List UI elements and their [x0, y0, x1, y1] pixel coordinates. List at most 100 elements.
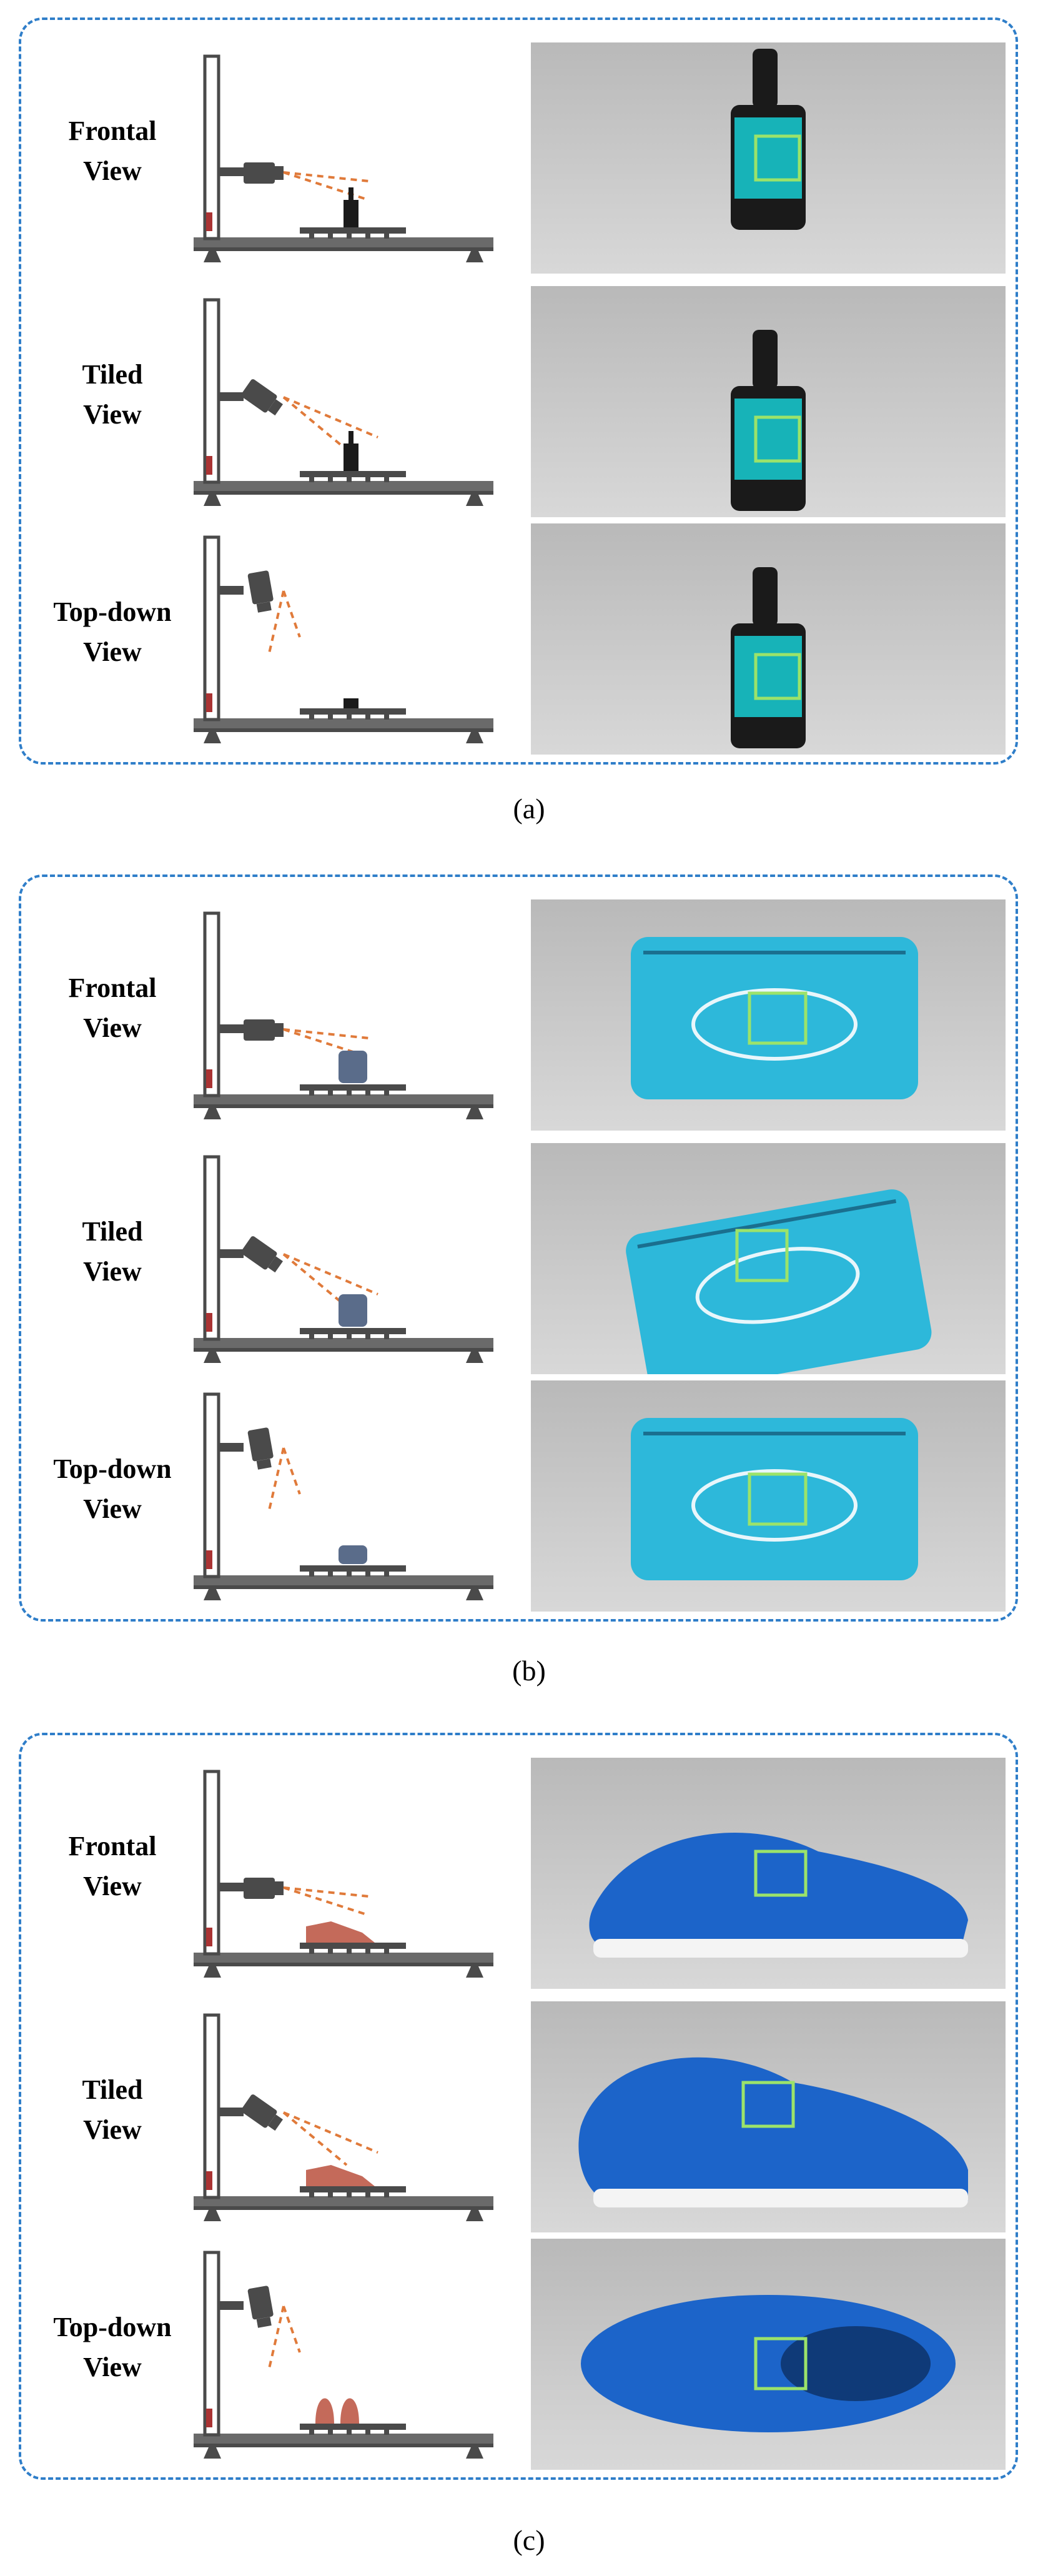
rig-diagram-tiled — [175, 2009, 512, 2221]
view-label-line2: View — [83, 399, 142, 430]
panel-c — [19, 1733, 1018, 2480]
rig-foot — [466, 732, 483, 743]
camera-icon — [241, 1236, 284, 1273]
rig-turntable — [300, 227, 406, 234]
view-label-line1: Top-down — [53, 1454, 172, 1484]
pouch-zipper — [637, 1199, 897, 1249]
rig-foot — [466, 251, 483, 262]
view-label-line2: View — [83, 1256, 142, 1287]
camera-icon — [247, 2286, 274, 2328]
photo-pouch-tiled — [531, 1143, 1006, 1374]
rig-base-rail — [194, 2434, 493, 2444]
rig-foot — [204, 1108, 221, 1119]
view-label-line2: View — [83, 2114, 142, 2145]
rig-column — [203, 1155, 220, 1341]
shoe-model — [306, 1921, 375, 1943]
rig-diagram-topdown — [175, 1388, 512, 1600]
laser-beam — [282, 590, 301, 638]
camera-icon — [244, 1878, 284, 1899]
pouch-body — [626, 1189, 932, 1374]
rig-diagram-frontal — [175, 1765, 512, 1978]
roi-box — [741, 2081, 795, 2128]
bottle-label — [734, 636, 802, 717]
laser-beam — [283, 2111, 378, 2154]
pouch-body — [631, 937, 918, 1099]
photo-bottle-topdown — [531, 523, 1006, 755]
shoe-sole — [593, 1939, 968, 1958]
rig-diagram-topdown — [175, 531, 512, 743]
roi-box — [754, 2337, 808, 2390]
rig-base-rail — [194, 481, 493, 491]
bottle-cap — [753, 567, 778, 627]
rig-foot — [204, 2210, 221, 2221]
view-label-line1: Top-down — [53, 2312, 172, 2342]
laser-beam — [283, 171, 369, 201]
rig-base-rail — [194, 1094, 493, 1104]
roi-box — [754, 415, 801, 463]
shoe-model — [315, 2398, 359, 2424]
pouch-model — [339, 1545, 367, 1564]
photo-pouch-frontal — [531, 899, 1006, 1131]
rig-foot — [466, 495, 483, 506]
pouch-body — [631, 1418, 918, 1580]
rig-base-rail — [194, 237, 493, 247]
rig-foot — [204, 1966, 221, 1978]
laser-beam — [283, 1028, 369, 1039]
rig-foot — [466, 1352, 483, 1363]
caption-b: (b) — [512, 1655, 546, 1687]
rig-diagram-topdown — [175, 2246, 512, 2459]
rig-column — [203, 1770, 220, 1956]
rig-turntable — [300, 708, 406, 715]
camera-icon — [247, 570, 274, 613]
roi-box — [754, 134, 801, 182]
laser-beam — [282, 2111, 348, 2166]
view-label-line2: View — [83, 1494, 142, 1524]
laser-beam — [283, 396, 378, 438]
caption-c: (c) — [513, 2524, 545, 2556]
rig-turntable — [300, 2186, 406, 2192]
rig-foot — [204, 1352, 221, 1363]
panel-b — [19, 874, 1018, 1622]
roi-box — [754, 653, 801, 700]
photo-shoe-topdown — [531, 2239, 1006, 2470]
caption-a: (a) — [513, 793, 545, 825]
laser-beam — [282, 1447, 301, 1495]
rig-turntable — [300, 1084, 406, 1091]
rig-column — [203, 535, 220, 721]
rig-column — [203, 911, 220, 1097]
pouch-model — [339, 1294, 367, 1327]
rig-diagram-tiled — [175, 294, 512, 506]
view-label-line2: View — [83, 2352, 142, 2382]
camera-icon — [244, 162, 284, 184]
rig-foot — [466, 1966, 483, 1978]
camera-icon — [247, 1427, 274, 1470]
photo-shoe-tiled — [531, 2001, 1006, 2232]
rig-column — [203, 298, 220, 484]
rig-turntable — [300, 471, 406, 477]
rig-diagram-tiled — [175, 1151, 512, 1363]
bottle-cap — [753, 49, 778, 108]
view-label-line1: Tiled — [82, 359, 143, 390]
pouch-model — [339, 1051, 367, 1083]
mask-logo-icon — [695, 1247, 860, 1324]
rig-foot — [466, 2210, 483, 2221]
photo-pouch-topdown — [531, 1380, 1006, 1612]
rig-foot — [466, 1108, 483, 1119]
roi-box — [748, 991, 808, 1045]
laser-beam — [282, 1253, 348, 1308]
rig-foot — [204, 251, 221, 262]
laser-beam — [283, 1886, 369, 1916]
rig-turntable — [300, 1328, 406, 1334]
view-label-line2: View — [83, 637, 142, 667]
photo-bottle-frontal — [531, 42, 1006, 274]
rig-foot — [204, 495, 221, 506]
photo-shoe-frontal — [531, 1758, 1006, 1989]
rig-turntable — [300, 1943, 406, 1949]
view-label-line2: View — [83, 1871, 142, 1901]
rig-base-rail — [194, 1338, 493, 1348]
